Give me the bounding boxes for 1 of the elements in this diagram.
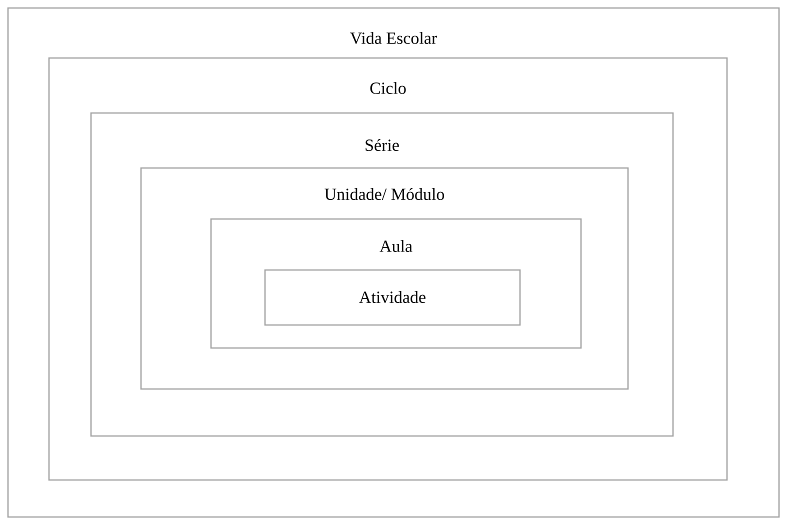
nested-box: Atividade — [264, 269, 521, 326]
